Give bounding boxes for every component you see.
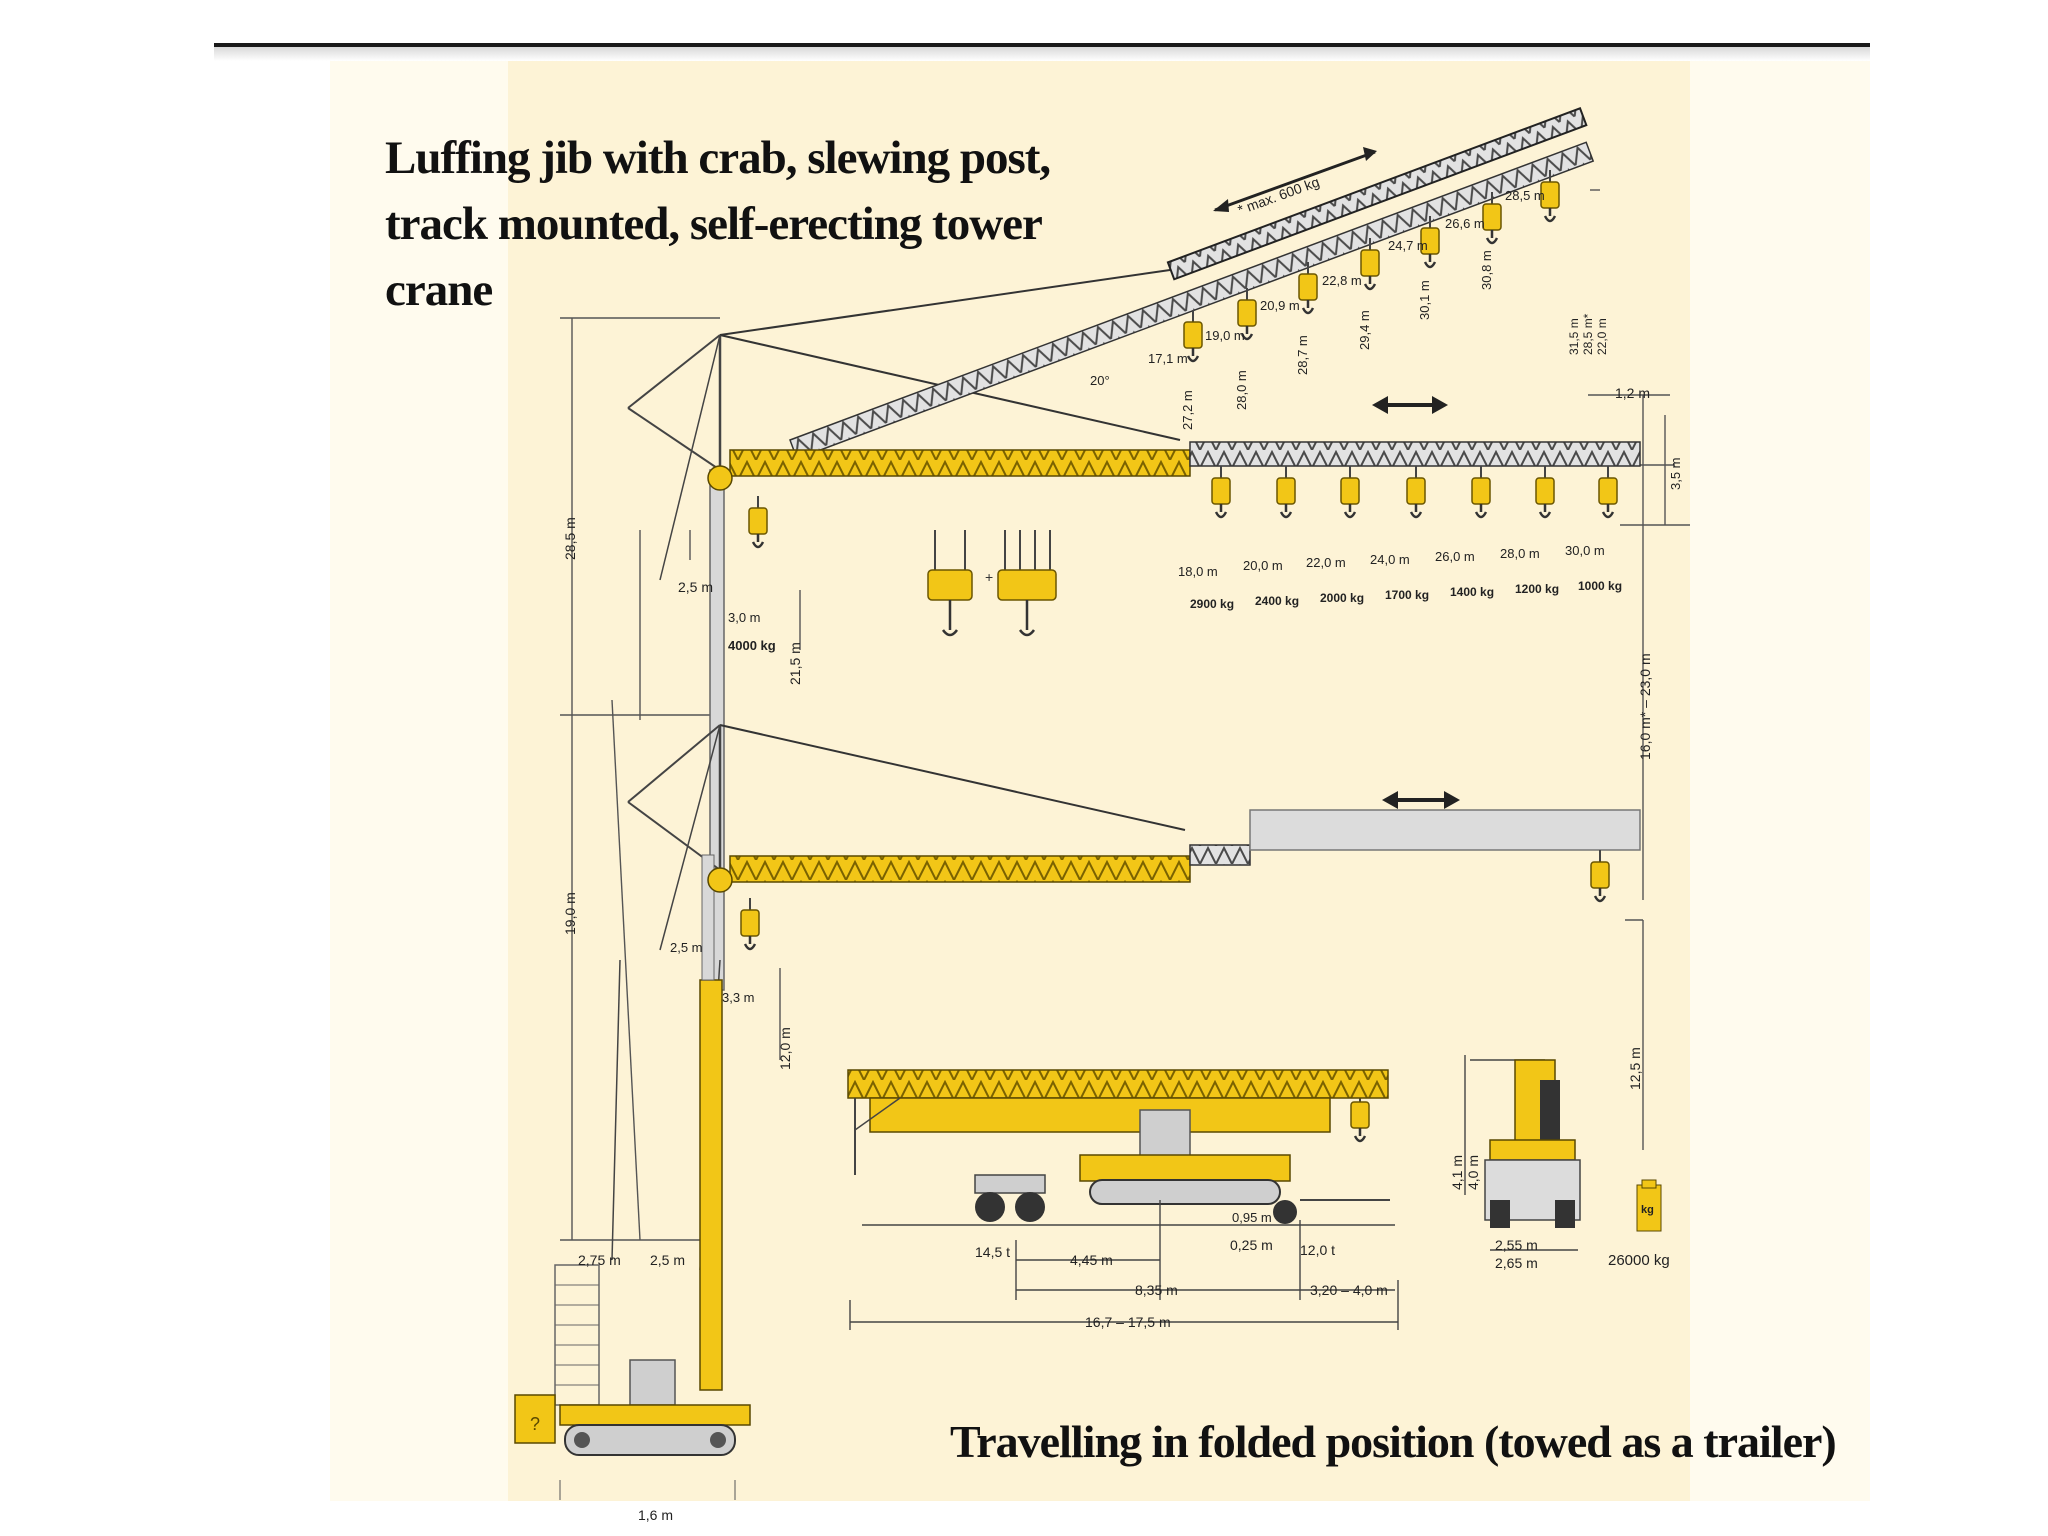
label-luffing-radius-7: 28,5 m bbox=[1505, 188, 1545, 203]
label-top-height-3: 22,0 m bbox=[1595, 318, 1609, 355]
label-radius-2: 20,0 m bbox=[1243, 558, 1283, 573]
label-total-length: 16,7 – 17,5 m bbox=[1085, 1314, 1171, 1330]
label-min-load: 4000 kg bbox=[728, 638, 776, 653]
label-top-height-2: 28,5 m* bbox=[1581, 313, 1595, 355]
label-height-a: 4,1 m bbox=[1449, 1155, 1465, 1190]
top-rule bbox=[214, 43, 1870, 47]
label-hook-height-2: 28,0 m bbox=[1234, 370, 1249, 410]
trailer-end-view bbox=[1484, 1059, 1581, 1228]
label-hook-lower-height: 12,0 m bbox=[777, 1027, 793, 1070]
label-luffing-radius-2: 19,0 m bbox=[1205, 328, 1245, 343]
label-tower-upper-offset: 2,5 m bbox=[678, 579, 713, 595]
label-load-1: 2900 kg bbox=[1190, 597, 1234, 611]
label-luffing-radius-5: 24,7 m bbox=[1388, 238, 1428, 253]
label-radius-6: 28,0 m bbox=[1500, 546, 1540, 561]
label-top-height-1: 31,5 m bbox=[1567, 318, 1581, 355]
label-radius-1: 18,0 m bbox=[1178, 564, 1218, 579]
label-radius-4: 24,0 m bbox=[1370, 552, 1410, 567]
label-rear-load: 0,25 m bbox=[1230, 1237, 1273, 1253]
trailer-dimension-lines bbox=[849, 1055, 1578, 1330]
label-right-lower-height: 12,5 m bbox=[1627, 1047, 1643, 1090]
label-base-width-b: 2,5 m bbox=[650, 1252, 685, 1268]
label-load-3: 2000 kg bbox=[1320, 591, 1364, 605]
horizontal-jib-lower bbox=[707, 791, 1641, 893]
crane-base: ? bbox=[514, 1264, 751, 1500]
label-luffing-angle: 20° bbox=[1090, 373, 1110, 388]
label-radius-3: 22,0 m bbox=[1306, 555, 1346, 570]
label-luffing-radius-1: 17,1 m bbox=[1148, 351, 1188, 366]
label-hook-upper-height: 21,5 m bbox=[787, 642, 803, 685]
tower-lower bbox=[611, 724, 1186, 1391]
label-load-5: 1400 kg bbox=[1450, 585, 1494, 599]
label-load-6: 1200 kg bbox=[1515, 582, 1559, 596]
label-base-bottom: 1,6 m bbox=[638, 1507, 673, 1523]
luffing-jib bbox=[789, 107, 1595, 460]
svg-text:?: ? bbox=[530, 1414, 540, 1434]
hook-block-detail: + bbox=[927, 530, 1057, 637]
top-shadow bbox=[214, 47, 1870, 61]
label-hook-height-5: 30,1 m bbox=[1417, 280, 1432, 320]
guide-lines bbox=[560, 189, 1690, 1241]
label-hook-height-1: 27,2 m bbox=[1180, 390, 1195, 430]
label-base-width-a: 2,75 m bbox=[578, 1252, 621, 1268]
label-jib-tip: 1,2 m bbox=[1615, 385, 1650, 401]
folded-trailer bbox=[847, 1069, 1390, 1224]
label-hook-range: 16,0 m* – 23,0 m bbox=[1637, 653, 1653, 760]
label-width-a: 2,55 m bbox=[1495, 1237, 1538, 1253]
label-hook-height-4: 29,4 m bbox=[1357, 310, 1372, 350]
page-title: Luffing jib with crab, slewing post, tra… bbox=[385, 132, 1051, 316]
label-weight: 26000 kg bbox=[1608, 1252, 1670, 1269]
label-tower-lower-offset: 2,5 m bbox=[670, 940, 703, 955]
label-min-lower: 3,3 m bbox=[722, 990, 755, 1005]
label-clearance: 0,95 m bbox=[1232, 1210, 1272, 1225]
label-height-b: 4,0 m bbox=[1465, 1155, 1481, 1190]
label-wheelbase: 4,45 m bbox=[1070, 1252, 1113, 1268]
svg-text:+: + bbox=[985, 569, 993, 585]
label-jib-side: 3,5 m bbox=[1668, 457, 1683, 490]
weight-badge-label: kg bbox=[1641, 1204, 1654, 1216]
label-hook-height-3: 28,7 m bbox=[1295, 335, 1310, 375]
label-load-7: 1000 kg bbox=[1578, 579, 1622, 593]
label-luffing-radius-4: 22,8 m bbox=[1322, 273, 1362, 288]
label-load-2: 2400 kg bbox=[1255, 594, 1299, 608]
label-axle-load: 14,5 t bbox=[975, 1244, 1010, 1260]
label-tower-upper-height: 28,5 m bbox=[562, 517, 578, 560]
label-hook-height-6: 30,8 m bbox=[1479, 250, 1494, 290]
label-width-b: 2,65 m bbox=[1495, 1255, 1538, 1271]
label-tower-lower-height: 19,0 m bbox=[562, 892, 578, 935]
label-min-radius: 3,0 m bbox=[728, 610, 761, 625]
travel-caption: Travelling in folded position (towed as … bbox=[950, 1416, 1837, 1467]
label-load-4: 1700 kg bbox=[1385, 588, 1429, 602]
label-rear-axle: 12,0 t bbox=[1300, 1242, 1335, 1258]
label-length-mid: 8,35 m bbox=[1135, 1282, 1178, 1298]
label-radius-7: 30,0 m bbox=[1565, 543, 1605, 558]
label-radius-5: 26,0 m bbox=[1435, 549, 1475, 564]
label-luffing-radius-3: 20,9 m bbox=[1260, 298, 1300, 313]
horizontal-jib-upper bbox=[707, 396, 1641, 491]
label-luffing-radius-6: 26,6 m bbox=[1445, 216, 1485, 231]
weight-badge bbox=[1636, 1179, 1662, 1232]
label-overhang: 3,20 – 4,0 m bbox=[1310, 1282, 1388, 1298]
